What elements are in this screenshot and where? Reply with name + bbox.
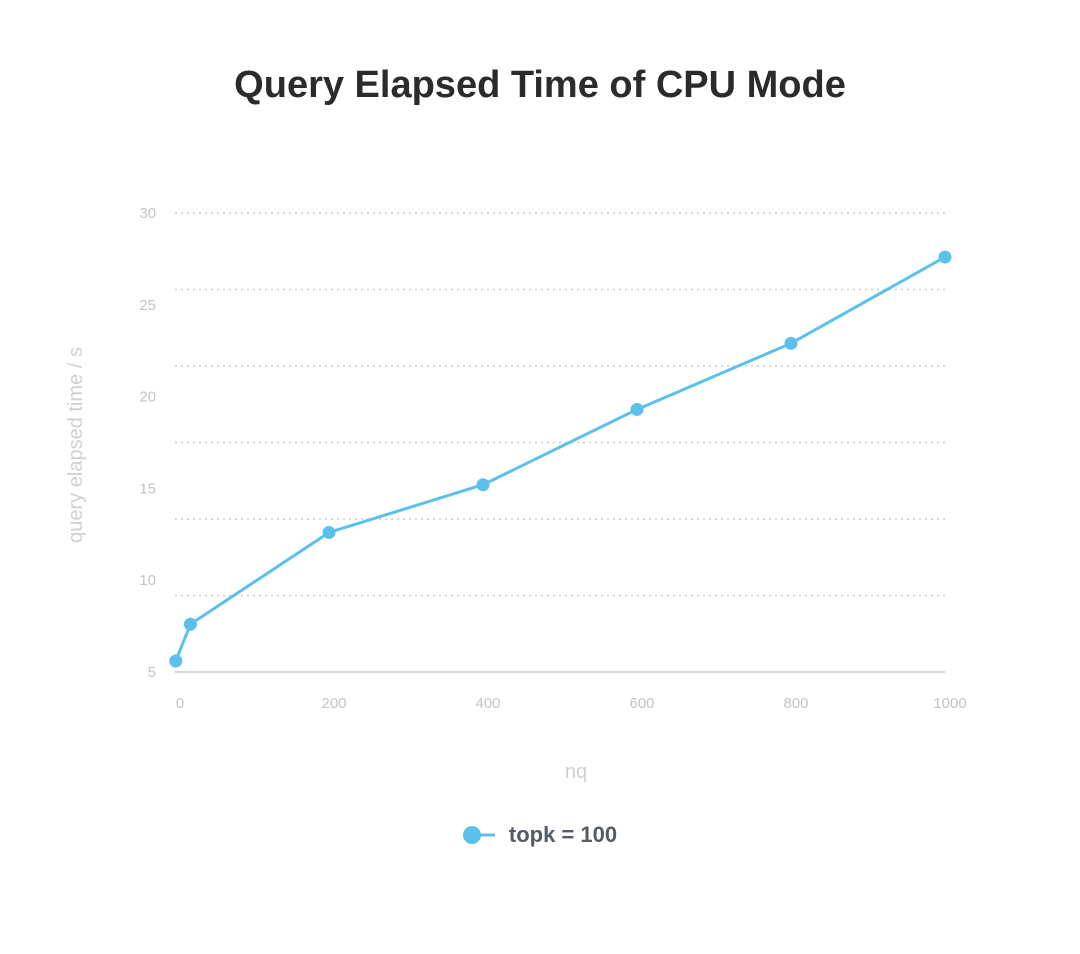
grid-lines	[175, 212, 945, 597]
legend-label: topk = 100	[508, 822, 618, 847]
series-line	[174, 255, 946, 662]
x-tick-label: 1000	[933, 695, 966, 712]
x-axis-label: nq	[565, 761, 587, 783]
y-axis-label: query elapsed time / s	[65, 347, 87, 543]
y-axis-ticks: 5 10 15 20 25 30	[139, 205, 156, 681]
data-point	[183, 617, 197, 631]
data-point	[630, 402, 644, 416]
x-axis-ticks: 0 200 400 600 800 1000	[176, 695, 967, 712]
y-tick-label: 25	[139, 297, 156, 314]
x-tick-label: 600	[629, 695, 654, 712]
x-tick-label: 0	[176, 695, 184, 712]
data-point	[476, 478, 490, 492]
x-tick-label: 200	[321, 695, 346, 712]
y-tick-label: 10	[139, 572, 156, 589]
data-point	[784, 336, 798, 350]
chart-title: Query Elapsed Time of CPU Mode	[234, 64, 846, 106]
data-point	[322, 525, 336, 539]
y-tick-label: 5	[148, 664, 156, 681]
data-point	[169, 654, 183, 668]
data-point	[938, 250, 952, 264]
x-tick-label: 400	[475, 695, 500, 712]
legend: topk = 100	[0, 822, 1080, 848]
series-topk-100	[169, 250, 952, 668]
y-tick-label: 20	[139, 389, 156, 406]
y-tick-label: 30	[139, 205, 156, 222]
x-tick-label: 800	[783, 695, 808, 712]
legend-marker-icon	[462, 826, 495, 844]
y-tick-label: 15	[139, 480, 156, 497]
